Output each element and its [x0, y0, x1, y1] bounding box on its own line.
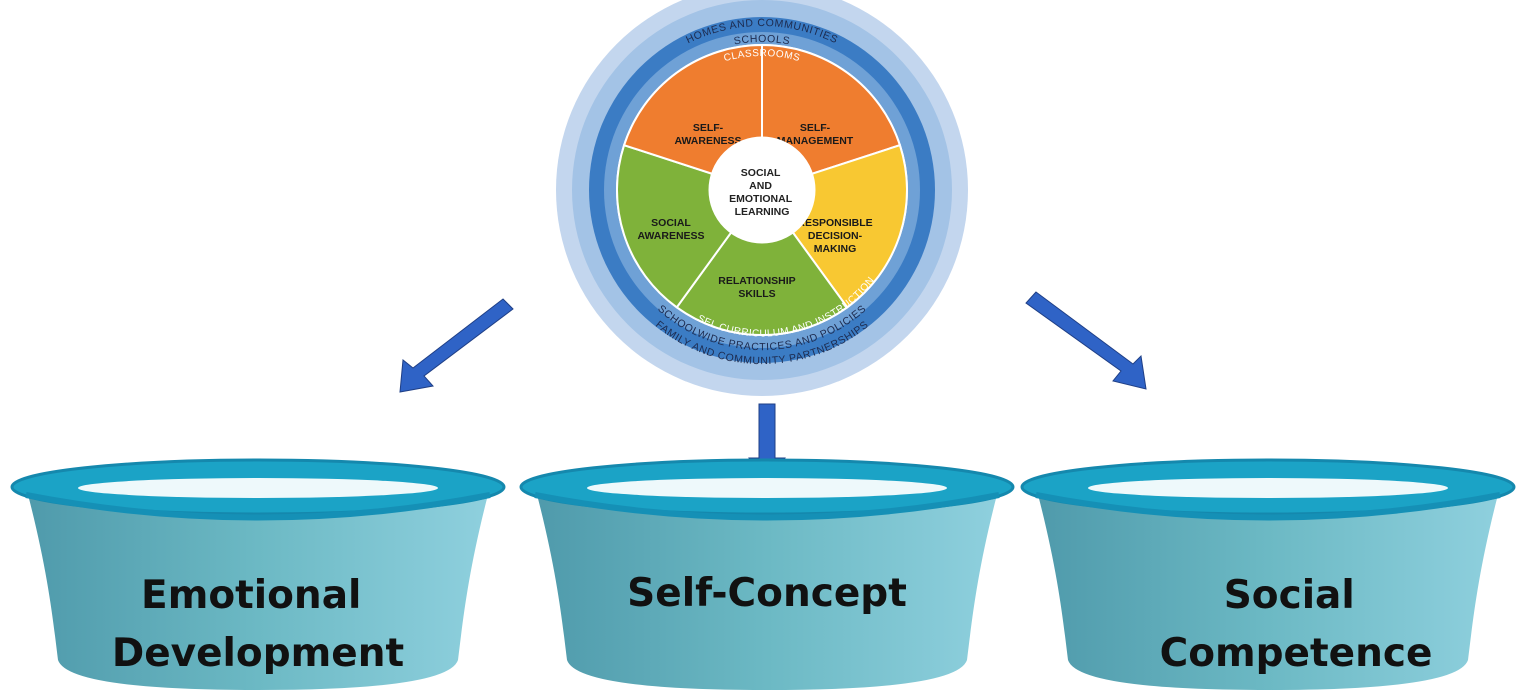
bowl-label: Social Competence	[1160, 573, 1433, 676]
segment-label-line: SELF-	[693, 122, 724, 134]
segment-label-line: RELATIONSHIP	[718, 275, 795, 287]
segment-label: SELF-AWARENESS	[674, 122, 741, 147]
bowl-social-competence: Social Competence	[1020, 458, 1516, 690]
segment-label-line: SELF-	[800, 122, 831, 134]
segment-label-line: DECISION-	[808, 230, 863, 242]
bowl-label-line: Social	[1224, 573, 1355, 618]
bowl-label: Emotional Development	[112, 573, 404, 676]
bowl-rim-inner	[78, 478, 438, 498]
center-line: EMOTIONAL	[729, 193, 793, 205]
segment-label-line: AWARENESS	[637, 230, 704, 242]
bowl-label-line: Self-Concept	[627, 571, 907, 616]
segment-label-line: MAKING	[814, 243, 857, 255]
bowl-rim-lip	[1035, 492, 1501, 521]
segment-label-line: RESPONSIBLE	[797, 217, 872, 229]
bowl-label-line: Development	[112, 631, 404, 676]
sel-wheel: SELF-AWARENESSSELF-MANAGEMENTRESPONSIBLE…	[556, 0, 968, 396]
segment-sector	[675, 188, 849, 336]
bowl-rim-lip	[25, 492, 491, 521]
center-line: LEARNING	[735, 206, 790, 218]
center-line: SOCIAL	[741, 167, 781, 179]
bowl-body	[535, 487, 999, 690]
center-circle	[708, 136, 816, 244]
bowl-body	[1036, 487, 1500, 690]
bowl-body	[26, 487, 490, 690]
center-label: SOCIAL AND EMOTIONAL LEARNING	[729, 167, 795, 218]
arrow-left	[399, 298, 514, 393]
bowl-label-line: Competence	[1160, 631, 1433, 676]
arrow-right	[1025, 291, 1147, 390]
center-line: AND	[749, 180, 772, 192]
bowl-self-concept: Self-Concept	[519, 458, 1015, 690]
segment-label-line: MANAGEMENT	[777, 135, 854, 147]
segment-label: SELF-MANAGEMENT	[777, 122, 854, 147]
bowl-rim-inner	[587, 478, 947, 498]
segment-label-line: SKILLS	[738, 288, 775, 300]
bowl-rim-inner	[1088, 478, 1448, 498]
segment-label-line: SOCIAL	[651, 217, 691, 229]
segment-label-line: AWARENESS	[674, 135, 741, 147]
bowl-label: Self-Concept	[627, 571, 907, 616]
bowl-rim-lip	[534, 492, 1000, 521]
ring-label-classrooms: CLASSROOMS	[723, 48, 802, 64]
bowl-emotional-development: Emotional Development	[10, 458, 506, 690]
bowl-label-line: Emotional	[141, 573, 361, 618]
